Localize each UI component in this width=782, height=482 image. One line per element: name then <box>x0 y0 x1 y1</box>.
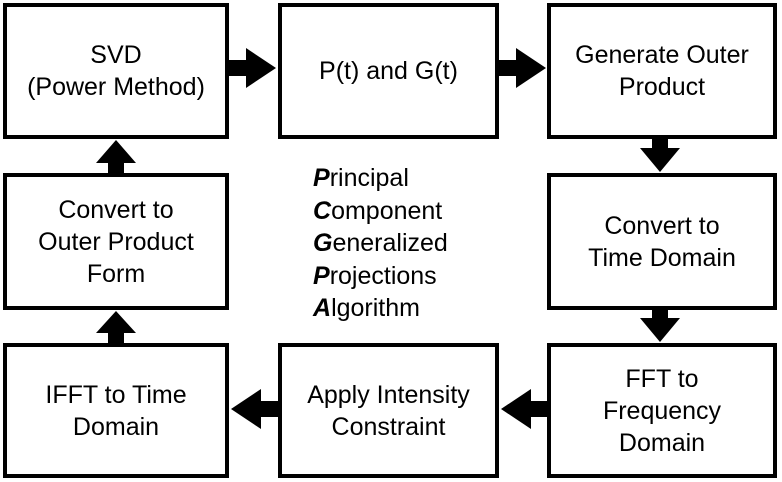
apply-intensity-constraint-box: Apply Intensity Constraint <box>278 343 499 478</box>
fft-to-frequency-domain-box: FFT to Frequency Domain <box>547 343 777 478</box>
generate-outer-product-label: Generate Outer Product <box>575 41 749 101</box>
acronym-line-algorithm: Algorithm <box>313 294 420 322</box>
apply-intensity-constraint-label: Apply Intensity Constraint <box>307 380 470 441</box>
fft-to-frequency-domain-label: FFT to Frequency Domain <box>602 364 722 457</box>
convert-to-time-domain-box: Convert to Time Domain <box>547 173 777 310</box>
pcgpa-acronym: Principal Component Generalized Projecti… <box>313 162 448 325</box>
ifft-to-time-domain-box: IFFT to Time Domain <box>3 343 229 478</box>
arrow-up-icon <box>96 140 136 173</box>
arrow-right-icon <box>229 48 276 88</box>
generate-outer-product-box: Generate Outer Product <box>547 3 777 139</box>
p-and-g-box: P(t) and G(t) <box>278 3 499 139</box>
arrow-down-icon <box>640 310 680 342</box>
acronym-line-component: Component <box>313 196 443 225</box>
acronym-line-generalized: Generalized <box>313 229 448 257</box>
convert-to-outer-product-form-box: Convert to Outer Product Form <box>3 173 229 310</box>
convert-to-time-domain-label: Convert to Time Domain <box>588 211 736 272</box>
acronym-line-projections: Projections <box>313 261 437 290</box>
arrow-left-icon <box>501 389 547 429</box>
arrow-right-icon <box>499 48 546 88</box>
arrow-down-icon <box>640 139 680 172</box>
arrow-left-icon <box>231 389 278 429</box>
p-and-g-label: P(t) and G(t) <box>319 57 458 85</box>
svd-power-method-box: SVD (Power Method) <box>3 3 229 139</box>
svd-power-method-label: SVD (Power Method) <box>27 41 205 101</box>
arrow-up-icon <box>96 311 136 343</box>
convert-to-outer-product-form-label: Convert to Outer Product Form <box>38 195 194 288</box>
acronym-line-principal: Principal <box>313 164 409 192</box>
ifft-to-time-domain-label: IFFT to Time Domain <box>45 380 187 441</box>
